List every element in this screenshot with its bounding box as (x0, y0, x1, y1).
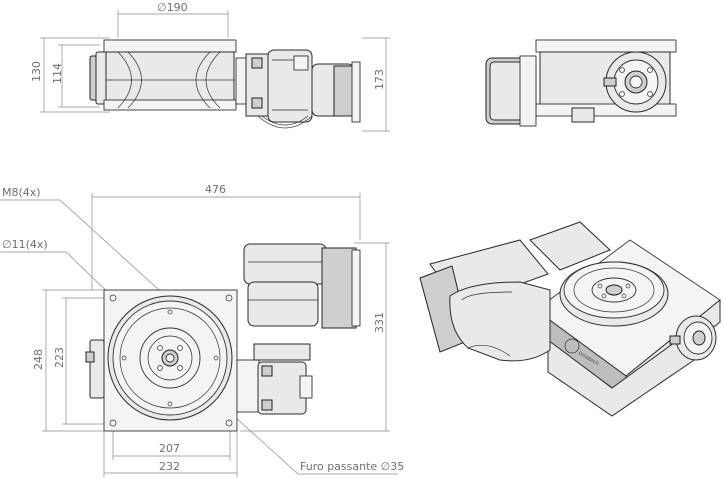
dim-height-248: 248 (32, 349, 45, 370)
dim-width-232: 232 (159, 460, 180, 473)
dim-height-173: 173 (373, 69, 386, 90)
dim-height-114: 114 (51, 63, 64, 84)
dim-height-331: 331 (373, 312, 386, 333)
isometric-view: Omatech (419, 221, 721, 417)
dim-top-diameter: ∅190 (157, 1, 188, 14)
callout-hole-11: ∅11(4x) (2, 238, 48, 251)
dim-height-223: 223 (53, 347, 66, 368)
callout-m8: M8(4x) (2, 186, 41, 199)
rear-view-top-right (485, 39, 677, 127)
side-view-top-left: ∅190 130 114 173 (30, 1, 390, 132)
dim-width-207: 207 (159, 442, 180, 455)
dim-height-130: 130 (30, 61, 43, 82)
plan-view-bottom-left: 476 331 248 223 207 232 M8(4x) ∅11(4x) (0, 183, 404, 477)
callout-through-hole: Furo passante ∅35 (300, 460, 404, 473)
dim-width-476: 476 (205, 183, 226, 196)
